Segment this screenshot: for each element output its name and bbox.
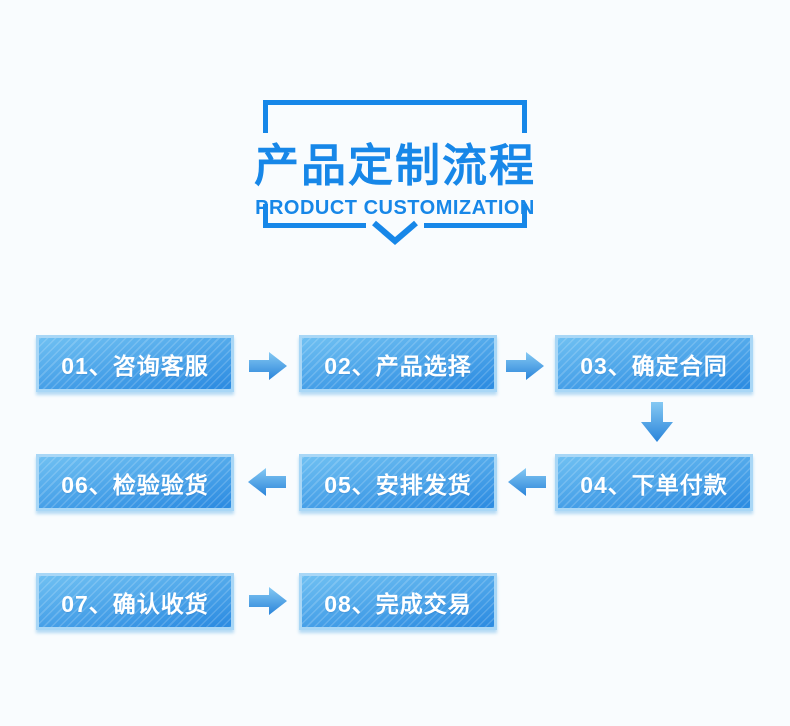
flow-step-03: 03、确定合同: [555, 335, 753, 392]
arrow-right-icon: [249, 352, 287, 380]
flow-step-04: 04、下单付款: [555, 454, 753, 511]
flow-step-01: 01、咨询客服: [36, 335, 234, 392]
flow-step-05: 05、安排发货: [299, 454, 497, 511]
page-subtitle: PRODUCT CUSTOMIZATION: [255, 197, 535, 219]
title-frame-bottom-right-bracket: [424, 204, 527, 228]
chevron-down-icon: [372, 220, 418, 245]
title-frame-bottom-left-bracket: [263, 204, 366, 228]
flow-step-07: 07、确认收货: [36, 573, 234, 630]
arrow-right-icon: [506, 352, 544, 380]
flow-step-02: 02、产品选择: [299, 335, 497, 392]
arrow-down-icon: [641, 402, 673, 442]
arrow-right-icon: [249, 587, 287, 615]
arrow-left-icon: [248, 468, 286, 496]
page-title: 产品定制流程: [253, 140, 536, 191]
title-frame-top-bracket: [263, 100, 527, 133]
arrow-left-icon: [508, 468, 546, 496]
flow-step-08: 08、完成交易: [299, 573, 497, 630]
flow-step-06: 06、检验验货: [36, 454, 234, 511]
